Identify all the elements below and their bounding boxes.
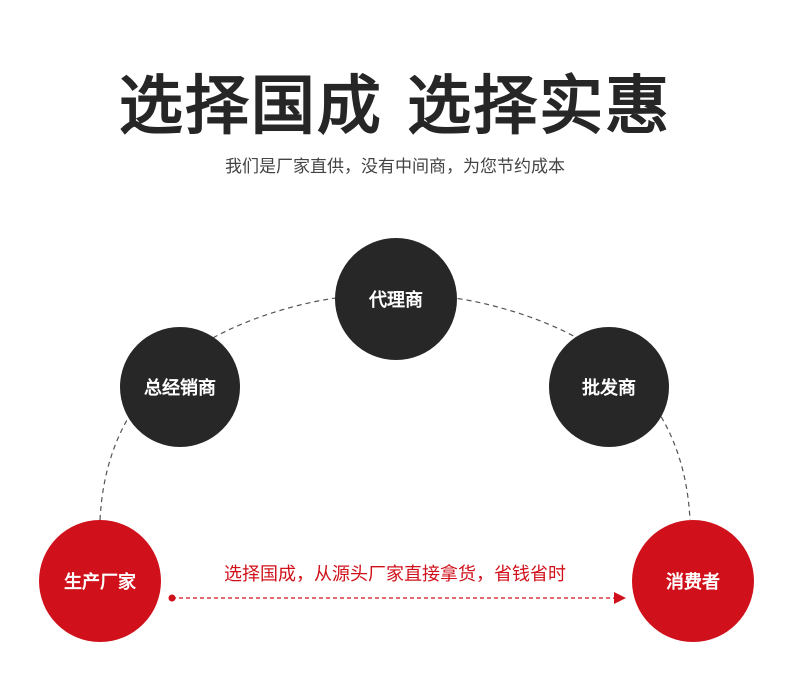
page-title: 选择国成 选择实惠 — [118, 70, 672, 144]
direct-path-caption: 选择国成，从源头厂家直接拿货，省钱省时 — [224, 564, 566, 585]
node-agent-label: 代理商 — [369, 290, 423, 311]
node-agent: 代理商 — [335, 238, 457, 360]
node-consumer-label: 消费者 — [666, 572, 720, 593]
direct-path-start-dot — [168, 594, 176, 602]
node-manufacturer-label: 生产厂家 — [64, 572, 136, 593]
node-manufacturer: 生产厂家 — [39, 520, 161, 642]
node-distributor: 总经销商 — [120, 327, 240, 447]
page-subtitle: 我们是厂家直供，没有中间商，为您节约成本 — [225, 157, 565, 177]
direct-path-arrowhead — [614, 592, 626, 604]
node-distributor-label: 总经销商 — [144, 378, 216, 399]
node-wholesaler-label: 批发商 — [582, 378, 636, 399]
node-wholesaler: 批发商 — [549, 327, 669, 447]
node-consumer: 消费者 — [632, 520, 754, 642]
